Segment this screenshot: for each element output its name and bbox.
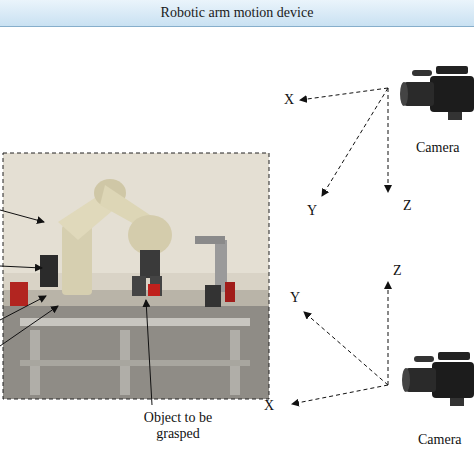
title: Robotic arm motion device <box>161 5 314 21</box>
coordinate-axes <box>292 282 388 404</box>
axis-label: Z <box>393 263 402 279</box>
coordinate-axes <box>300 88 388 196</box>
camera-icon <box>402 352 474 406</box>
axis-label: Z <box>403 198 412 214</box>
camera-icon <box>400 66 474 120</box>
axis-label: X <box>264 398 274 414</box>
robot-photo <box>3 153 269 399</box>
title-band: Robotic arm motion device <box>0 0 474 27</box>
axis-label: Y <box>307 203 317 219</box>
callout-leaders <box>0 210 152 405</box>
camera-label: Camera <box>418 432 462 448</box>
object-label: Object to be grasped <box>136 410 220 442</box>
camera-label: Camera <box>416 140 460 156</box>
axis-label: Y <box>290 290 300 306</box>
photo-frame <box>3 153 269 399</box>
axis-label: X <box>284 92 294 108</box>
